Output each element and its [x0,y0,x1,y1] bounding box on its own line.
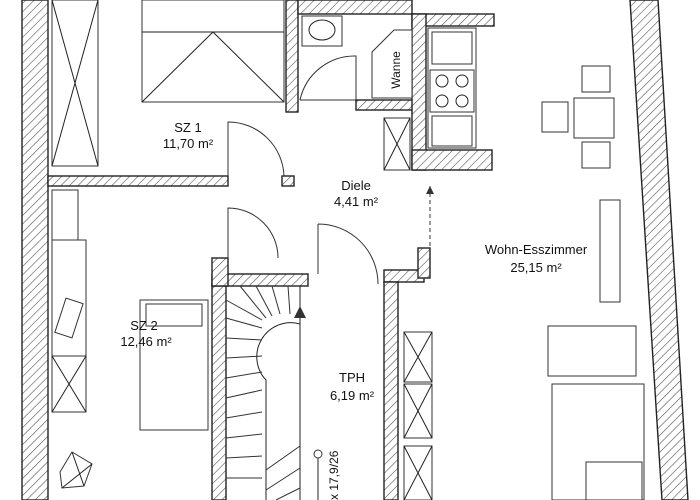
room-name-diele: Diele [341,178,371,193]
room-labels: SZ 1 11,70 m² Diele 4,41 m² Wohn-Esszimm… [120,51,587,500]
room-area-sz1: 11,70 m² [163,136,214,151]
wall-sz1-sz2 [47,175,229,187]
wall-diele-left [211,257,229,287]
sz2-furniture [51,189,209,489]
wall-stair-left [211,283,227,500]
tph-cabinets [403,331,433,500]
plant [59,451,93,489]
wall-kitchen-bottom [411,149,493,171]
walls [21,0,689,500]
dining-table [573,97,615,139]
chair-left [541,101,569,133]
bed-sz1 [141,0,285,103]
staircase [225,285,323,500]
doors [227,55,434,285]
stair-start-dot [313,449,323,459]
door-tph [317,223,379,285]
room-area-tph: 6,19 m² [330,388,375,403]
kitchen-fixtures [427,27,477,149]
room-name-tph: TPH [339,370,365,385]
desk-top [51,189,79,241]
wall-right-exterior [629,0,689,500]
wall-sz1-diele-stub [281,175,295,187]
armchair [547,325,637,377]
wall-bath-bottom [355,99,421,111]
dining-set [541,65,621,303]
room-area-diele: 4,41 m² [334,194,379,209]
stair-treads [225,285,301,500]
bath-fixtures [301,15,413,171]
door-sz1 [227,121,285,177]
stair-walkline [256,316,301,500]
wall-tph-right [383,281,399,500]
bathtub [371,29,413,99]
sideboard [599,199,621,303]
wall-bath-top [297,0,413,15]
door-bath [299,55,357,101]
room-area-wohn: 25,15 m² [510,260,562,275]
opening-arrow [426,186,434,194]
stair-outline [225,285,301,500]
pillow-sz2 [145,303,203,327]
stair-arrow [294,306,306,318]
chair-bottom [581,141,611,169]
sz1-furniture [51,0,285,167]
room-name-sz2: SZ 2 [130,318,157,333]
living-furniture [547,325,645,500]
wall-kitchen-left [411,13,427,171]
label-wanne: Wanne [389,51,403,89]
wall-left-exterior [21,0,49,500]
chair-top [581,65,611,93]
stove [429,69,475,113]
sofa-seat [585,461,643,500]
kitchen-sink [431,31,473,65]
wall-bath-left [285,0,299,113]
door-sz2 [227,207,279,259]
wall-diele-kitchen [417,247,431,279]
label-stair-dimension: x 17,9/26 [327,450,341,500]
laptop [54,297,84,339]
oven [431,115,473,147]
room-area-sz2: 12,46 m² [120,334,172,349]
room-name-wohn: Wohn-Esszimmer [485,242,588,257]
room-name-sz1: SZ 1 [174,120,201,135]
